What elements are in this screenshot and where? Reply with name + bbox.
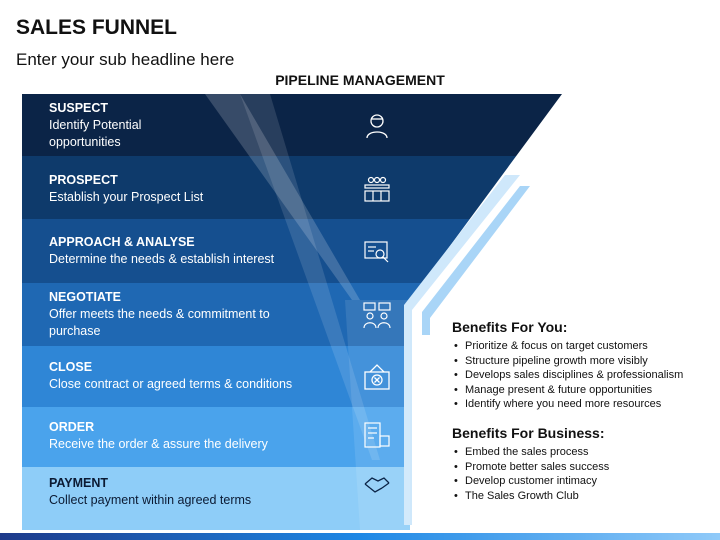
funnel-outline	[404, 175, 520, 525]
benefit-item: Structure pipeline growth more visibly	[452, 354, 712, 369]
benefit-item: Embed the sales process	[452, 445, 712, 460]
benefit-item: Prioritize & focus on target customers	[452, 339, 712, 354]
stage-description: Close contract or agreed terms & conditi…	[49, 377, 293, 391]
stage-description: Establish your Prospect List	[49, 190, 204, 204]
stage-name: APPROACH & ANALYSE	[49, 235, 195, 249]
stage-description: Receive the order & assure the delivery	[49, 437, 268, 451]
benefit-item: Manage present & future opportunities	[452, 383, 712, 398]
discussion-icon	[362, 300, 392, 330]
benefits-business-heading: Benefits For Business:	[452, 425, 605, 441]
benefit-item: Identify where you need more resources	[452, 397, 712, 412]
page-subtitle: Enter your sub headline here	[16, 50, 235, 69]
stage-name: CLOSE	[49, 360, 93, 374]
benefits-for-you: Benefits For You: Prioritize & focus on …	[452, 319, 712, 412]
stage-1: SUSPECT Identify Potential opportunities	[49, 100, 141, 151]
benefit-item: Develop customer intimacy	[452, 474, 712, 489]
bottom-accent-bar	[0, 533, 720, 540]
benefit-item: The Sales Growth Club	[452, 489, 712, 504]
stage-description: Offer meets the needs & commitment to pu…	[49, 307, 270, 338]
benefits-you-heading: Benefits For You:	[452, 319, 568, 335]
funnel-band-2	[22, 156, 562, 219]
stage-2: PROSPECT Establish your Prospect List	[49, 172, 203, 206]
page-title: SALES FUNNEL	[16, 16, 178, 39]
funnel-band-1	[22, 94, 562, 156]
stage-description: Identify Potential opportunities	[49, 118, 142, 149]
order-list-icon	[362, 420, 392, 450]
closed-sign-icon	[362, 362, 392, 392]
benefit-item: Develops sales disciplines & professiona…	[452, 368, 712, 383]
funnel-light-ray	[205, 94, 360, 300]
funnel-light-ray	[240, 94, 380, 460]
stage-7: PAYMENT Collect payment within agreed ter…	[49, 475, 251, 509]
stage-3: APPROACH & ANALYSE Determine the needs & …	[49, 234, 274, 268]
stage-name: ORDER	[49, 420, 95, 434]
handshake-payment-icon	[362, 470, 392, 500]
pipeline-title: PIPELINE MANAGEMENT	[275, 72, 445, 88]
stage-name: PAYMENT	[49, 476, 109, 490]
person-icon	[362, 110, 392, 140]
analysis-screen-icon	[362, 238, 392, 268]
stage-name: PROSPECT	[49, 173, 118, 187]
stage-6: ORDER Receive the order & assure the deli…	[49, 419, 268, 453]
stage-name: SUSPECT	[49, 101, 109, 115]
stage-5: CLOSE Close contract or agreed terms & co…	[49, 359, 292, 393]
benefit-item: Promote better sales success	[452, 460, 712, 475]
stage-4: NEGOTIATE Offer meets the needs & commitm…	[49, 289, 270, 340]
stage-name: NEGOTIATE	[49, 290, 121, 304]
stage-description: Determine the needs & establish interest	[49, 252, 275, 266]
funnel-spout	[345, 300, 410, 530]
stage-description: Collect payment within agreed terms	[49, 493, 252, 507]
benefits-for-business: Benefits For Business: Embed the sales p…	[452, 425, 712, 503]
team-meeting-icon	[362, 174, 392, 204]
